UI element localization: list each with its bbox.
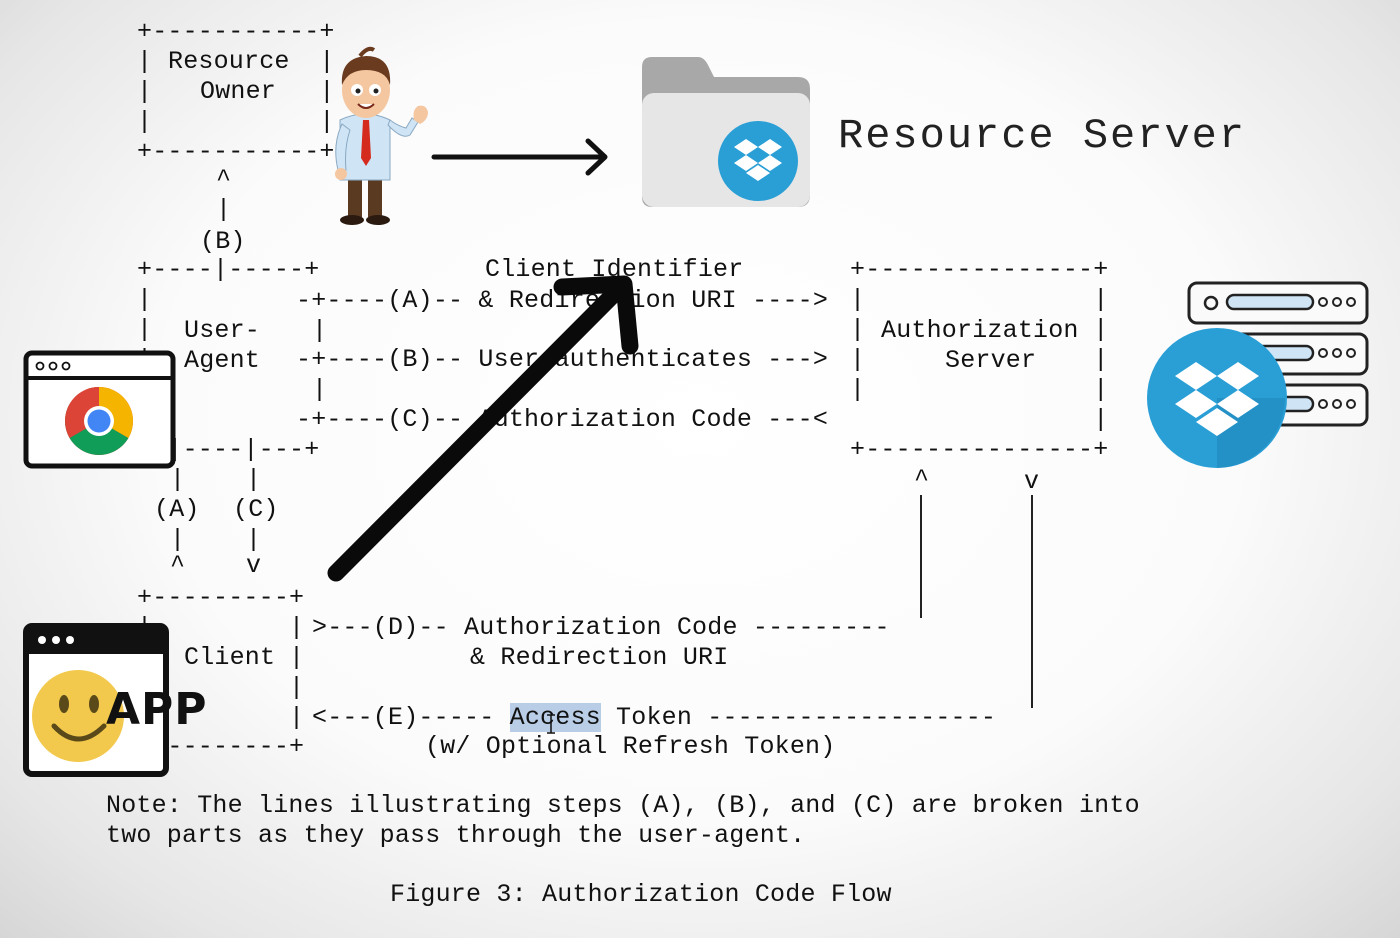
user-agent-box-side: |: [137, 285, 153, 314]
resource-owner-label-2: Owner: [200, 77, 277, 106]
chrome-icon: [65, 387, 133, 455]
auth-server-label-1: Authorization: [881, 316, 1079, 345]
auth-server-box-side: | |: [850, 315, 1109, 344]
flow-e-suffix: Token -------------------: [600, 703, 997, 732]
server-rack-1: [1187, 281, 1369, 325]
flow-e-prefix: <---(E)-----: [312, 703, 510, 732]
auth-server-box-bottom: +---------------+: [850, 435, 1109, 464]
folder-dropbox-icon: [642, 57, 810, 207]
b-vertical-label: (B): [200, 227, 246, 256]
flow-d-row: >---(D)-- Authorization Code ---------: [312, 613, 890, 642]
a-line: | |: [170, 465, 262, 494]
user-agent-box-top: +----|-----+: [137, 255, 320, 284]
flow-c-row: -+----(C)-- Authorization Code ---<: [296, 405, 829, 434]
arrow-to-resource-server: [431, 138, 608, 176]
auth-server-label-2: Server: [945, 346, 1037, 375]
flow-connector: |: [312, 316, 328, 345]
auth-server-box-top: +---------------+: [850, 255, 1109, 284]
server-dropbox-icon: [1147, 281, 1369, 468]
figure-caption: Figure 3: Authorization Code Flow: [390, 880, 892, 909]
resource-server-title: Resource Server: [838, 112, 1247, 160]
flow-e-row-2: (w/ Optional Refresh Token): [425, 732, 836, 761]
resource-owner-label-1: Resource: [168, 47, 290, 76]
flow-e-highlight: Access: [509, 703, 601, 732]
resource-owner-box-side: | |: [137, 77, 335, 106]
resource-owner-box-bottom: +-----------+: [137, 137, 335, 166]
note-line-2: two parts as they pass through the user-…: [106, 821, 806, 850]
b-line: |: [216, 195, 232, 224]
app-icon-text: APP: [106, 684, 208, 735]
flow-connector: |: [312, 375, 328, 404]
ac-line: | |: [170, 525, 262, 554]
auth-server-box-side: | |: [850, 285, 1109, 314]
a-vertical-label: (A): [154, 495, 200, 524]
auth-server-box-side: | |: [850, 345, 1109, 374]
resource-owner-box-side: | |: [137, 47, 335, 76]
resource-owner-box-top: +-----------+: [137, 17, 335, 46]
c-vertical-label: (C): [233, 495, 279, 524]
app-window-icon: [23, 623, 169, 777]
text-cursor-icon: [546, 713, 556, 735]
browser-chrome-icon: [23, 350, 176, 469]
user-agent-label-1: User-: [184, 316, 261, 345]
smiley-icon: [32, 670, 124, 762]
client-label: Client: [184, 643, 276, 672]
b-arrow-head: ^: [216, 165, 232, 194]
note-line-1: Note: The lines illustrating steps (A), …: [106, 791, 1140, 820]
d-arrow-head: ^: [914, 465, 930, 494]
flow-d-row-2: & Redirection URI: [470, 643, 729, 672]
a-arrow-head: ^ v: [170, 551, 262, 580]
user-agent-label-2: Agent: [184, 346, 261, 375]
person-illustration: [335, 46, 428, 225]
e-arrow-tail: v: [1024, 467, 1040, 496]
resource-owner-box-side: | |: [137, 107, 335, 136]
user-agent-box-side: |: [137, 315, 153, 344]
auth-server-box-side: | |: [850, 375, 1109, 404]
flow-e-row: <---(E)----- Access Token --------------…: [312, 703, 996, 733]
client-box-top: +---------+: [137, 583, 305, 612]
flow-a-title: Client Identifier: [485, 255, 744, 284]
flow-b-row: -+----(B)-- User authenticates --->: [296, 345, 829, 374]
auth-server-box-side: |: [850, 405, 1109, 434]
